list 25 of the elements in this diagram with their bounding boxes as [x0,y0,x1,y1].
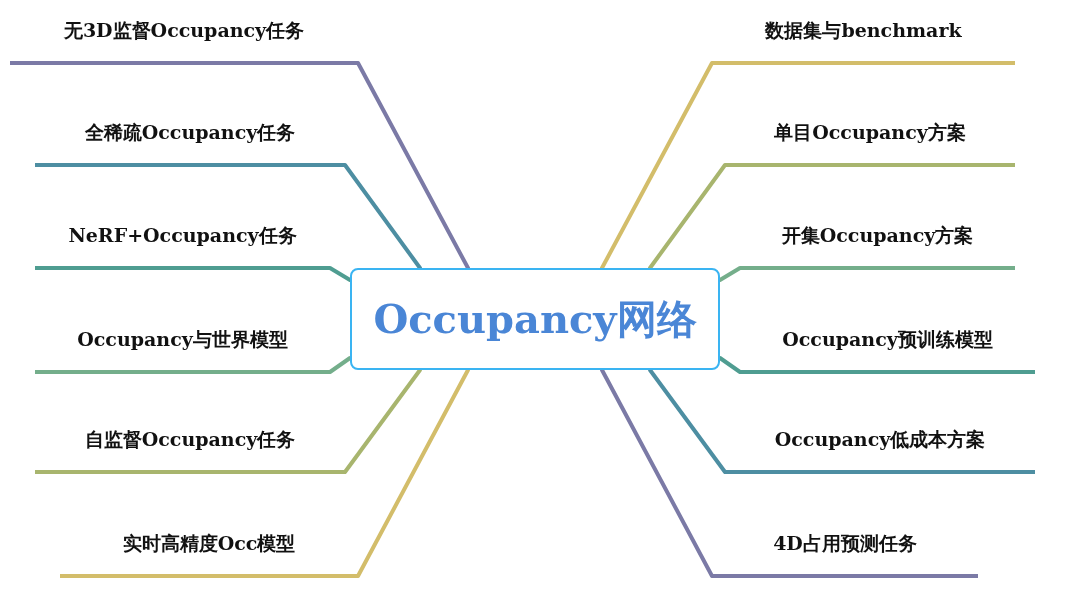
branch-label: 单目Occupancy方案 [725,117,1015,167]
branch-label: Occupancy低成本方案 [725,424,1035,474]
branch-line [343,368,422,474]
branch-line [356,368,470,578]
branch-label: 自监督Occupancy任务 [35,424,345,474]
branch-line [718,266,742,282]
branch-label: 实时高精度Occ模型 [60,528,358,578]
branch-line [328,356,352,374]
central-topic-box: Occupancy网络 [350,268,720,370]
branch-label: 全稀疏Occupancy任务 [35,117,345,167]
branch-label: Occupancy与世界模型 [35,324,330,374]
branch-line [343,163,422,270]
branch-label: Occupancy预训练模型 [740,324,1035,374]
branch-label: 开集Occupancy方案 [740,220,1015,270]
branch-label: 无3D监督Occupancy任务 [10,15,358,65]
branch-line [600,368,714,578]
branch-line [648,368,727,474]
branch-line [328,266,352,282]
branch-line [600,61,714,270]
branch-line [718,356,742,374]
branch-label: 4D占用预测任务 [712,528,978,578]
branch-line [648,163,727,270]
branch-line [356,61,470,270]
branch-label: NeRF+Occupancy任务 [35,220,330,270]
branch-label: 数据集与benchmark [712,15,1015,65]
